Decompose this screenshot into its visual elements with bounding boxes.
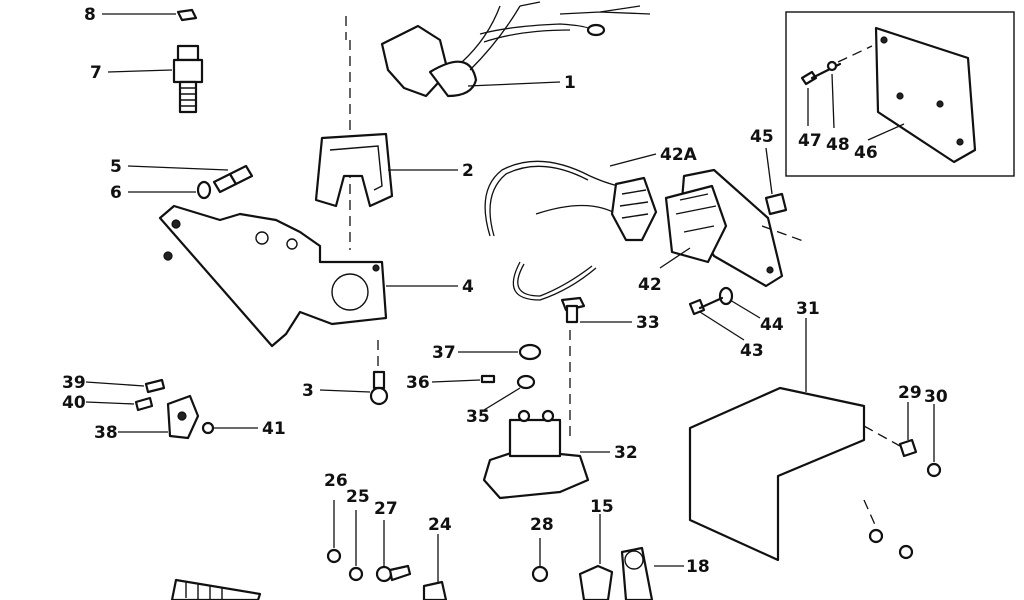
bolt-5 — [127, 164, 254, 194]
label-41: 41 — [262, 419, 286, 439]
label-44: 44 — [760, 315, 784, 335]
label-27: 27 — [374, 499, 398, 519]
terminal-24 — [422, 534, 448, 600]
label-33: 33 — [636, 313, 660, 333]
pin-36 — [431, 374, 496, 384]
screw-3 — [319, 370, 389, 406]
regulator-42 — [659, 168, 784, 288]
label-42: 42 — [638, 275, 662, 295]
grommet-2 — [314, 132, 458, 208]
label-4: 4 — [462, 277, 474, 297]
label-28: 28 — [530, 515, 554, 535]
washer-6 — [128, 180, 212, 200]
label-31: 31 — [796, 299, 820, 319]
label-7: 7 — [90, 63, 102, 83]
label-29: 29 — [898, 383, 922, 403]
spacer-45 — [764, 147, 788, 216]
label-24: 24 — [428, 515, 452, 535]
nut-25 — [348, 510, 364, 582]
label-40: 40 — [62, 393, 86, 413]
label-26: 26 — [324, 471, 348, 491]
sender-7 — [107, 44, 204, 114]
washer-48 — [826, 60, 838, 72]
clamp-18 — [620, 546, 684, 600]
screw-43 — [688, 296, 745, 341]
screw-40 — [85, 396, 154, 412]
washer-44 — [718, 286, 761, 319]
clip-30 — [926, 404, 942, 478]
label-38: 38 — [94, 423, 118, 443]
nut-29 — [898, 402, 918, 458]
label-42A: 42A — [660, 145, 698, 165]
solenoid-32 — [482, 409, 610, 500]
harness-42A — [484, 153, 658, 301]
part-labels: 1 2 3 4 5 6 7 8 15 18 24 25 26 27 28 29 … — [62, 5, 948, 577]
washer-26 — [326, 500, 342, 564]
block-38 — [118, 394, 200, 440]
label-45: 45 — [750, 127, 774, 147]
bolt-33 — [560, 296, 632, 324]
label-3: 3 — [302, 381, 314, 401]
label-8: 8 — [84, 5, 96, 25]
label-48: 48 — [826, 135, 850, 155]
nut-35 — [483, 374, 536, 411]
bracket-15 — [578, 514, 614, 600]
nut-41 — [201, 421, 258, 435]
screw-39 — [85, 378, 166, 394]
label-37: 37 — [432, 343, 456, 363]
label-2: 2 — [462, 161, 474, 181]
screw-27 — [375, 520, 412, 583]
label-32: 32 — [614, 443, 638, 463]
mounting-plate-46 — [874, 26, 977, 164]
bracket-plate-4 — [158, 204, 458, 348]
label-30: 30 — [924, 387, 948, 407]
label-6: 6 — [110, 183, 122, 203]
stud — [170, 578, 262, 600]
label-18: 18 — [686, 557, 710, 577]
wiring-harness-1 — [380, 1, 651, 98]
label-1: 1 — [564, 73, 576, 93]
screw-28 — [531, 538, 549, 583]
label-46: 46 — [854, 143, 878, 163]
label-39: 39 — [62, 373, 86, 393]
label-15: 15 — [590, 497, 614, 517]
label-5: 5 — [110, 157, 122, 177]
nut-8 — [102, 8, 198, 22]
cover-31 — [688, 318, 866, 562]
inset-box — [785, 11, 1015, 177]
label-47: 47 — [798, 131, 822, 151]
label-25: 25 — [346, 487, 370, 507]
cap-37 — [458, 343, 542, 361]
label-36: 36 — [406, 373, 430, 393]
label-43: 43 — [740, 341, 764, 361]
label-35: 35 — [466, 407, 490, 427]
